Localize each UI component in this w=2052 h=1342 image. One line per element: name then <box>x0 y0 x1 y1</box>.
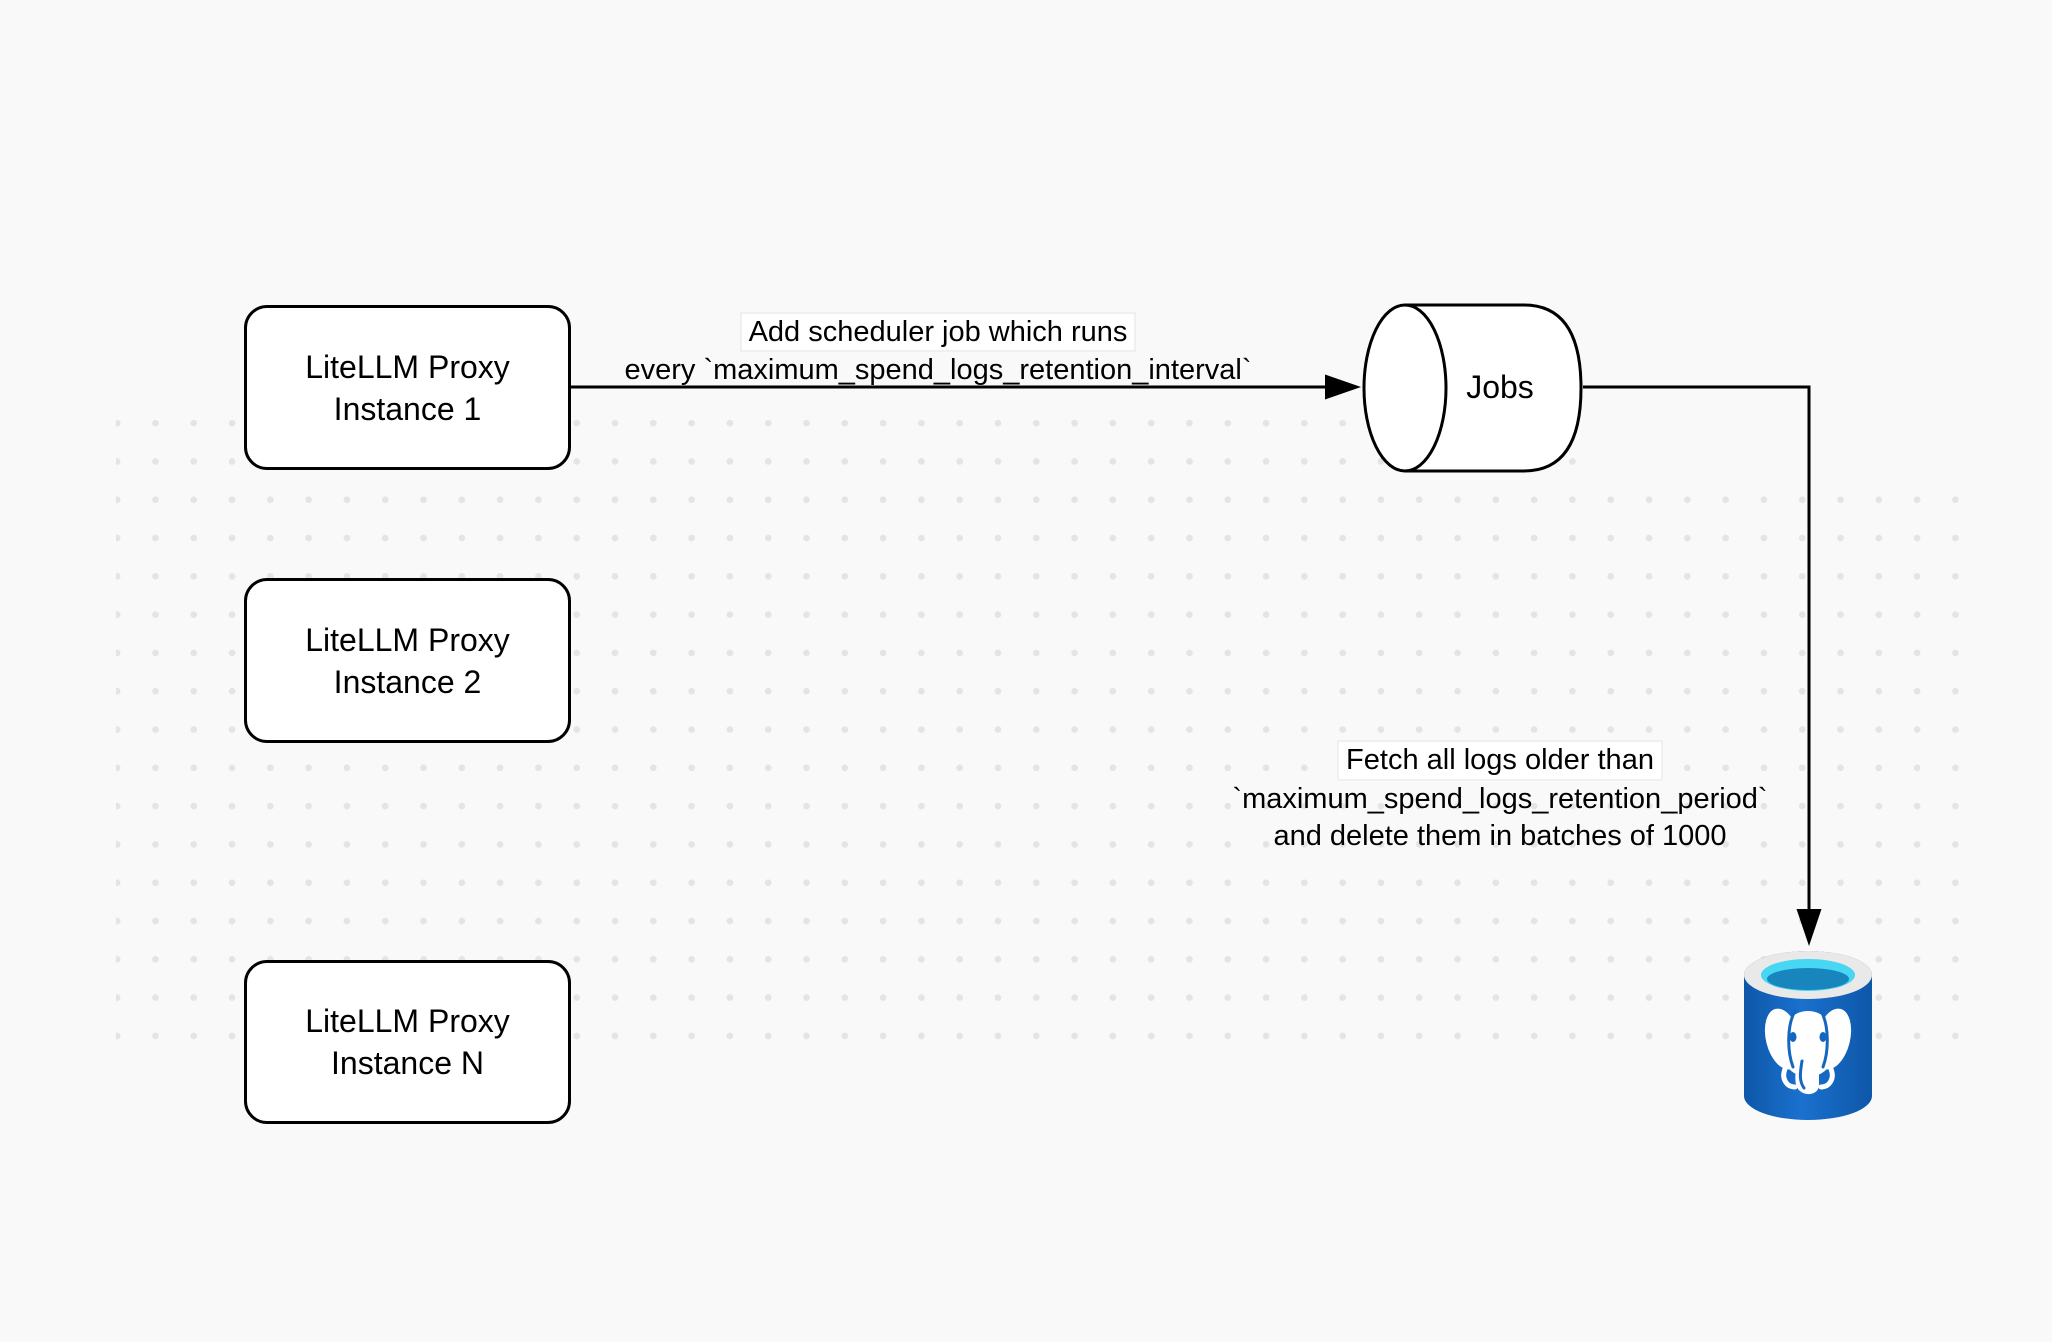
node-label-line: Instance N <box>331 1045 484 1081</box>
postgres-opening-deep <box>1767 968 1849 990</box>
jobs-cylinder-body <box>1405 303 1583 473</box>
jobs-cylinder-cap <box>1362 303 1448 473</box>
node-litellm-proxy-instance-1: LiteLLM Proxy Instance 1 <box>244 305 571 470</box>
edge-jobs-to-postgres-arrowhead <box>1796 909 1822 946</box>
edge-label-fetch-delete-logs: Fetch all logs older than `maximum_spend… <box>1150 740 1850 855</box>
edge-label-line: Add scheduler job which runs <box>739 312 1137 352</box>
node-litellm-proxy-instance-n: LiteLLM Proxy Instance N <box>244 960 571 1124</box>
edge-label-line: and delete them in batches of 1000 <box>1273 820 1727 852</box>
jobs-node-label: Jobs <box>1466 369 1534 405</box>
edge-label-line: every `maximum_spend_logs_retention_inte… <box>624 354 1252 386</box>
edge-label-line: `maximum_spend_logs_retention_period` <box>1232 783 1768 815</box>
edge-label-line: Fetch all logs older than <box>1337 740 1663 781</box>
edge-jobs-to-postgres-line <box>1583 385 1811 909</box>
postgres-elephant-glyph <box>1764 1008 1852 1095</box>
node-label-line: LiteLLM Proxy <box>305 1003 510 1039</box>
node-litellm-proxy-instance-2: LiteLLM Proxy Instance 2 <box>244 578 571 743</box>
edge-instance1-to-jobs-arrowhead <box>1325 374 1361 400</box>
edge-label-add-scheduler-job: Add scheduler job which runs every `maxi… <box>588 312 1288 388</box>
node-label-line: Instance 2 <box>333 663 482 700</box>
jobs-queue-cylinder-shape <box>1362 303 1583 473</box>
postgresql-database-icon <box>1744 951 1872 1120</box>
node-label-line: Instance 1 <box>333 390 482 427</box>
node-label-line: LiteLLM Proxy <box>305 621 510 658</box>
node-label-line: LiteLLM Proxy <box>305 348 510 385</box>
